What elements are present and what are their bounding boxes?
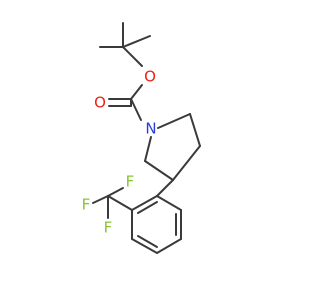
bond-aryl-1-2 <box>156 195 182 211</box>
bond-n-to-c2 <box>157 113 191 129</box>
atom-label-o-carbonyl: O <box>94 94 106 112</box>
molecule-canvas: O O N F F F <box>81 22 201 254</box>
bond-aryl-inner-c <box>137 201 158 214</box>
bond-c2-to-c3 <box>189 113 201 147</box>
bond-carbonyl-to-nitrogen <box>130 98 142 121</box>
atom-label-f-top: F <box>126 173 135 191</box>
atom-label-o-ether: O <box>144 68 156 86</box>
atom-label-f-bottom: F <box>104 219 113 237</box>
bond-aryl-to-cf3 <box>107 195 133 211</box>
bond-c3-to-c4 <box>172 145 201 181</box>
bond-cf3-to-f-top <box>107 187 124 197</box>
bond-c5-to-n <box>144 136 152 162</box>
bond-pyrrolidine-to-aryl <box>156 179 174 197</box>
bond-tbu-methyl-right <box>122 35 151 48</box>
bond-cf3-to-f-left <box>92 195 109 204</box>
structure-diagram: O O N F F F <box>82 22 201 254</box>
atom-label-f-left: F <box>82 196 91 214</box>
bond-aryl-3-4 <box>156 238 182 254</box>
bond-aryl-4-5 <box>131 238 158 254</box>
bond-c4-to-c5 <box>144 160 174 181</box>
bond-aryl-6-1 <box>131 195 158 211</box>
bond-oxygen-to-carbonyl <box>130 84 143 100</box>
atom-label-nitrogen: N <box>145 120 156 138</box>
bond-aryl-inner-b <box>137 235 158 248</box>
bond-tbu-to-oxygen <box>122 46 143 67</box>
